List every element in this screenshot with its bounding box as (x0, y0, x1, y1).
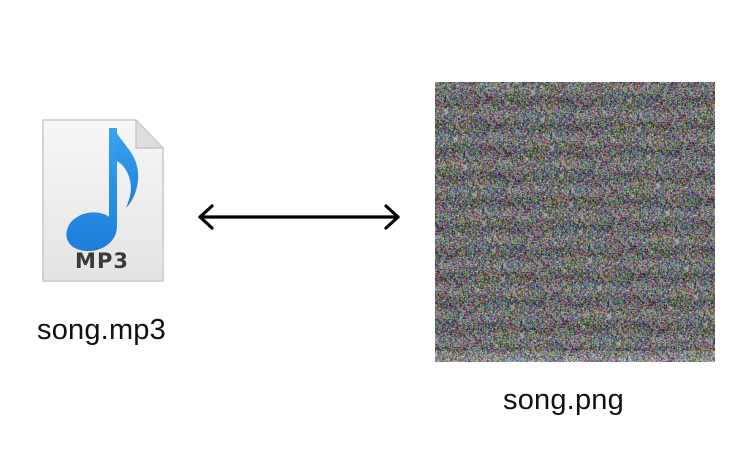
folded-corner (135, 118, 165, 149)
png-filename-caption: song.png (503, 384, 624, 416)
mp3-filename-caption: song.mp3 (37, 314, 166, 346)
music-note-icon (66, 128, 139, 252)
arrow-right-head (384, 204, 400, 230)
mp3-file-icon: MP3 (40, 118, 166, 284)
png-noise-image (435, 82, 715, 362)
mp3-icon-label: MP3 (75, 249, 129, 273)
double-headed-arrow-icon (194, 201, 404, 233)
arrow-left-head (198, 204, 214, 230)
noise-canvas (435, 82, 715, 362)
